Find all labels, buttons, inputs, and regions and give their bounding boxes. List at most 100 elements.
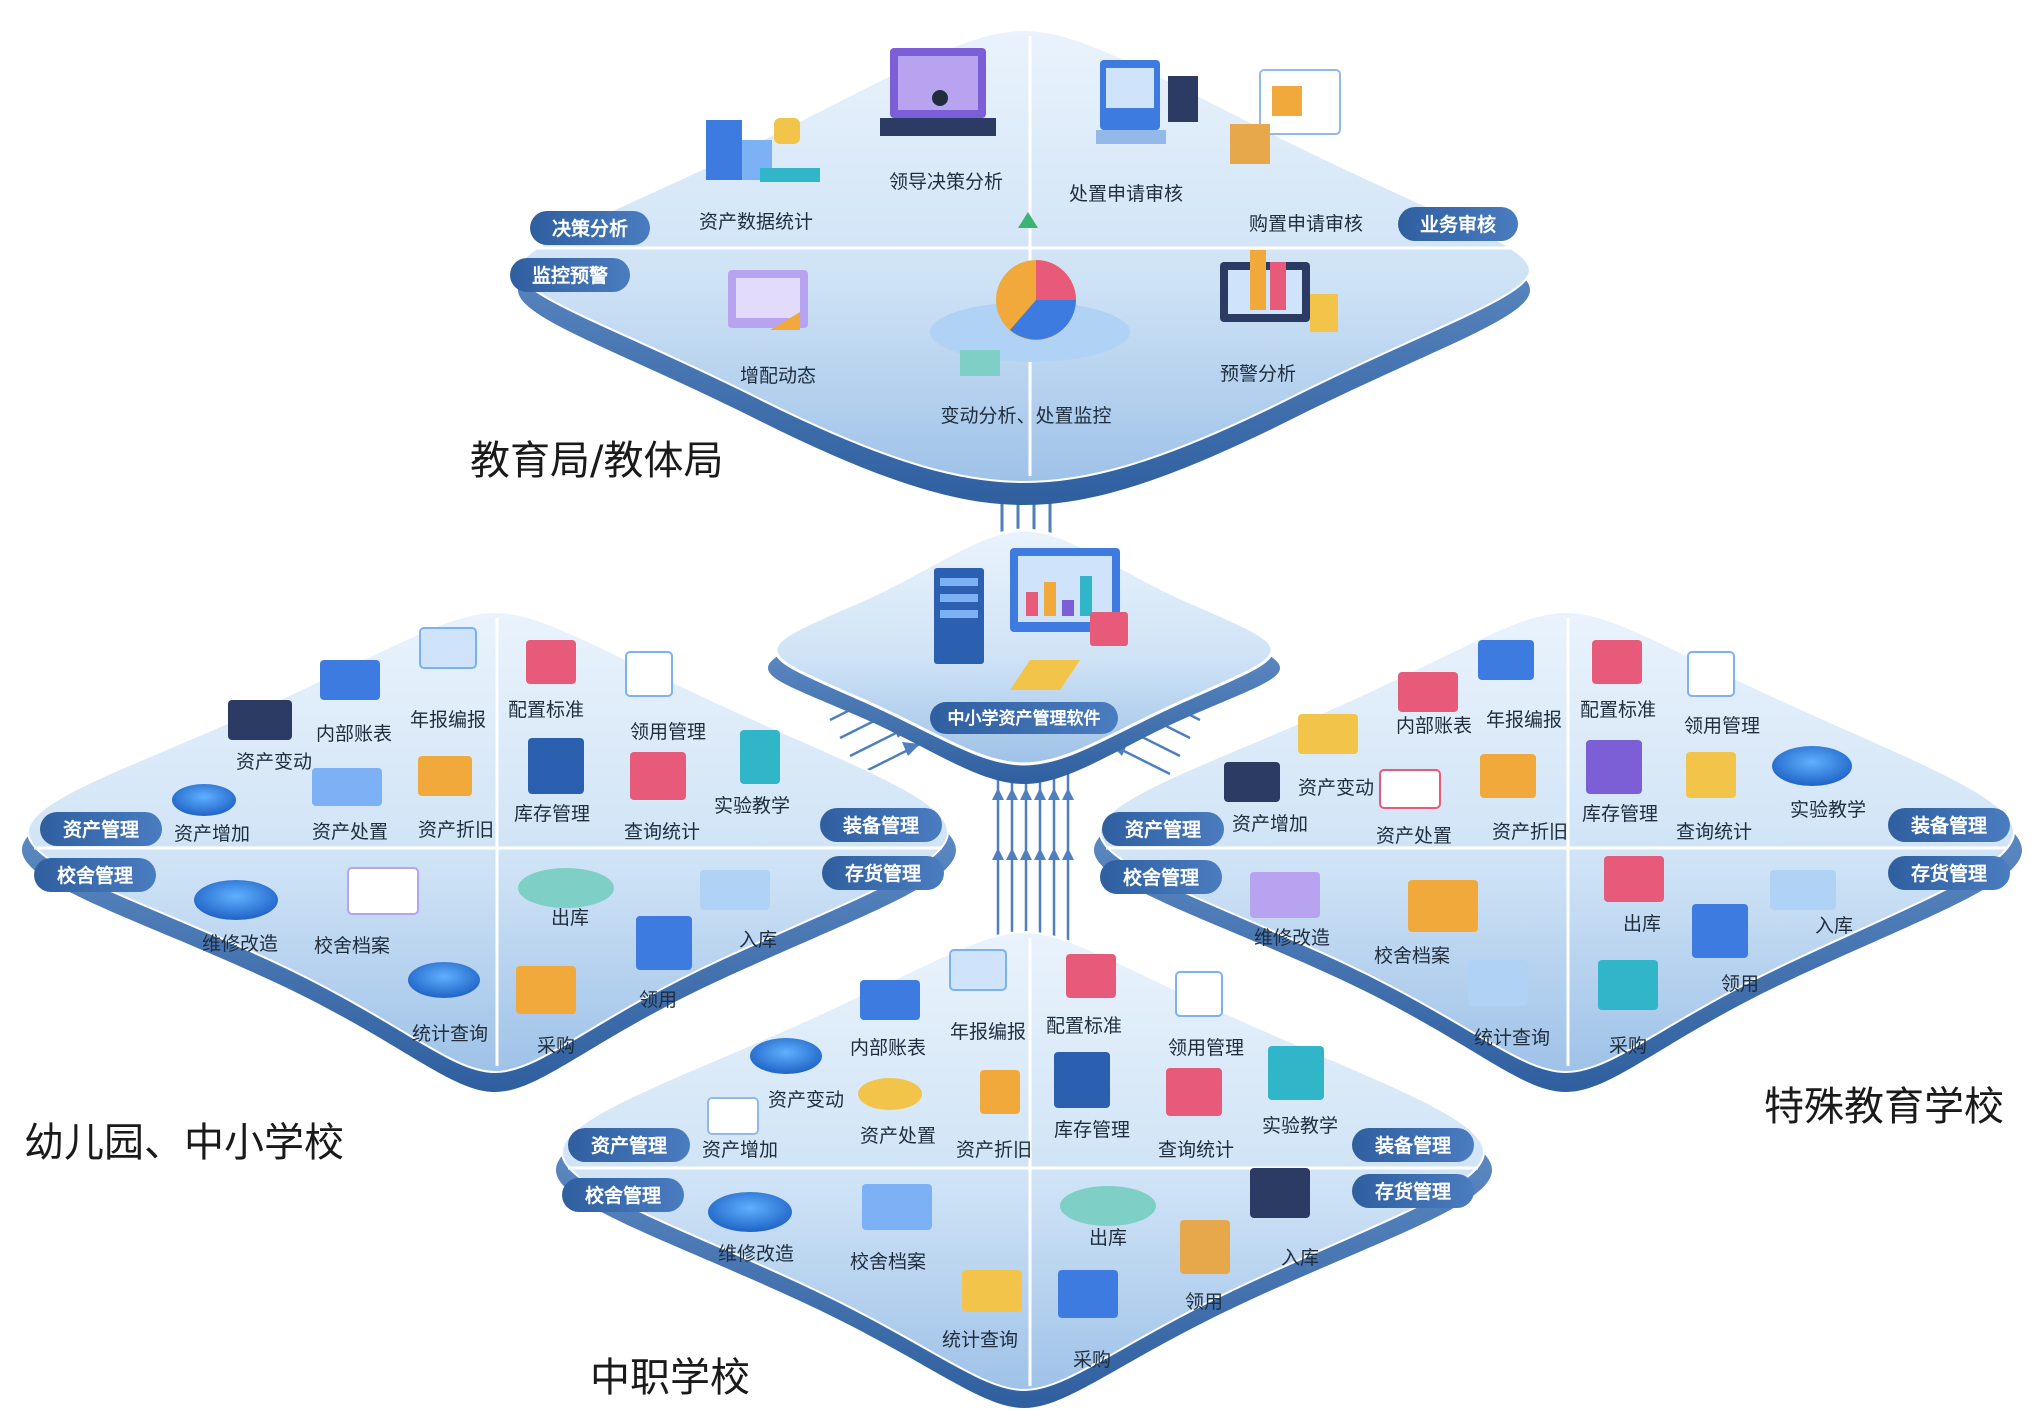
right-purchase-icon xyxy=(1598,960,1658,1010)
right-asset-change-label: 资产变动 xyxy=(1298,777,1374,799)
bottom-tag-equip[interactable]: 装备管理 xyxy=(1352,1128,1474,1162)
left-query-stats-label: 查询统计 xyxy=(624,821,700,843)
bottom-outbound-label: 出库 xyxy=(1089,1227,1127,1249)
left-inbound-icon xyxy=(700,870,770,910)
bottom-query-stats-label: 查询统计 xyxy=(1158,1139,1234,1161)
right-query-stats-label: 查询统计 xyxy=(1676,821,1752,843)
left-campus-archive-label: 校舍档案 xyxy=(314,935,390,957)
left-school-title: 幼儿园、中小学校 xyxy=(24,1120,344,1166)
software-platform-icon xyxy=(934,548,1128,690)
right-asset-change-icon xyxy=(1298,714,1358,754)
bureau-tag-monitor[interactable]: 监控预警 xyxy=(510,258,630,292)
left-use-mgmt-label: 领用管理 xyxy=(630,721,706,743)
bottom-school-plate xyxy=(556,930,1492,1408)
bureau-tag-audit[interactable]: 业务审核 xyxy=(1398,207,1518,241)
right-campus-archive-label: 校舍档案 xyxy=(1374,945,1450,967)
left-config-std-label: 配置标准 xyxy=(508,699,584,721)
svg-text:存货管理: 存货管理 xyxy=(1911,862,1987,885)
right-tag-equip[interactable]: 装备管理 xyxy=(1888,808,2010,842)
svg-text:资产管理: 资产管理 xyxy=(591,1134,667,1157)
bottom-repair-icon xyxy=(708,1192,792,1232)
allocation-icon xyxy=(728,270,808,330)
right-inbound-label: 入库 xyxy=(1815,915,1853,937)
left-internal-ledger-label: 内部账表 xyxy=(316,723,392,745)
bottom-asset-depr-label: 资产折旧 xyxy=(956,1139,1032,1161)
right-school-title: 特殊教育学校 xyxy=(1764,1084,2004,1130)
bottom-campus-archive-icon xyxy=(862,1184,932,1230)
left-asset-depr-icon xyxy=(418,756,472,796)
bottom-query-stats-icon xyxy=(1166,1068,1222,1116)
disposal-review-icon xyxy=(1096,60,1198,144)
bottom-lab-teach-icon xyxy=(1268,1046,1324,1100)
right-use-mgmt-label: 领用管理 xyxy=(1684,715,1760,737)
core-label-badge[interactable]: 中小学资产管理软件 xyxy=(930,702,1118,734)
left-campus-archive-icon xyxy=(347,867,419,915)
bottom-school-title: 中职学校 xyxy=(590,1355,750,1401)
bottom-config-std-icon xyxy=(1066,954,1116,998)
left-annual-report-label: 年报编报 xyxy=(410,709,486,731)
right-repair-icon xyxy=(1250,872,1320,918)
bottom-asset-change-icon xyxy=(750,1038,822,1074)
left-stock-mgmt-icon xyxy=(528,738,584,794)
right-asset-dispose-icon xyxy=(1379,769,1441,809)
bottom-asset-add-icon xyxy=(707,1097,759,1135)
left-asset-dispose-icon xyxy=(312,768,382,806)
left-asset-add-label: 资产增加 xyxy=(174,823,250,845)
left-receive-label: 领用 xyxy=(639,989,677,1011)
right-asset-depr-icon xyxy=(1480,754,1536,798)
svg-text:存货管理: 存货管理 xyxy=(845,862,921,885)
bureau-warning-label: 预警分析 xyxy=(1220,363,1296,385)
left-config-std-icon xyxy=(526,640,576,684)
bottom-asset-depr-icon xyxy=(980,1070,1020,1114)
right-tag-campus[interactable]: 校舍管理 xyxy=(1100,860,1222,894)
bottom-annual-report-icon xyxy=(949,949,1007,991)
bureau-change-monitor-label: 变动分析、处置监控 xyxy=(940,405,1111,427)
bottom-config-std-label: 配置标准 xyxy=(1046,1015,1122,1037)
right-lab-teach-label: 实验教学 xyxy=(1790,799,1866,821)
right-outbound-label: 出库 xyxy=(1623,913,1661,935)
bureau-purchase-review-label: 购置申请审核 xyxy=(1249,213,1363,235)
left-outbound-icon xyxy=(518,868,614,908)
right-asset-add-icon xyxy=(1224,762,1280,802)
svg-text:校舍管理: 校舍管理 xyxy=(585,1184,661,1207)
right-stat-query-label: 统计查询 xyxy=(1474,1027,1550,1049)
right-repair-label: 维修改造 xyxy=(1254,927,1330,949)
left-lab-teach-icon xyxy=(740,730,780,784)
left-tag-stock[interactable]: 存货管理 xyxy=(822,856,944,890)
left-tag-equip[interactable]: 装备管理 xyxy=(820,808,942,842)
right-tag-stock[interactable]: 存货管理 xyxy=(1888,856,2010,890)
left-query-stats-icon xyxy=(630,752,686,800)
bureau-leader-decision-label: 领导决策分析 xyxy=(889,171,1003,193)
bureau-disposal-review-label: 处置申请审核 xyxy=(1069,183,1183,205)
bottom-internal-ledger-icon xyxy=(860,980,920,1020)
svg-text:中小学资产管理软件: 中小学资产管理软件 xyxy=(948,708,1101,729)
right-stock-mgmt-label: 库存管理 xyxy=(1582,803,1658,825)
left-tag-asset[interactable]: 资产管理 xyxy=(40,812,162,846)
bottom-tag-stock[interactable]: 存货管理 xyxy=(1352,1174,1474,1208)
svg-text:监控预警: 监控预警 xyxy=(532,264,608,287)
link-core-bottom xyxy=(992,770,1074,950)
bottom-asset-dispose-label: 资产处置 xyxy=(860,1125,936,1147)
bottom-stock-mgmt-label: 库存管理 xyxy=(1054,1119,1130,1141)
right-tag-asset[interactable]: 资产管理 xyxy=(1102,812,1224,846)
bottom-tag-campus[interactable]: 校舍管理 xyxy=(562,1178,684,1212)
left-lab-teach-label: 实验教学 xyxy=(714,795,790,817)
bottom-use-mgmt-label: 领用管理 xyxy=(1168,1037,1244,1059)
left-use-mgmt-icon xyxy=(625,651,673,697)
bureau-tag-decision[interactable]: 决策分析 xyxy=(530,211,650,245)
left-asset-change-icon xyxy=(228,700,292,740)
right-stock-mgmt-icon xyxy=(1586,740,1642,794)
bottom-stock-mgmt-icon xyxy=(1054,1052,1110,1108)
left-receive-icon xyxy=(636,916,692,970)
bottom-repair-label: 维修改造 xyxy=(718,1243,794,1265)
right-lab-teach-icon xyxy=(1772,746,1852,786)
bottom-tag-asset[interactable]: 资产管理 xyxy=(568,1128,690,1162)
bottom-stat-query-label: 统计查询 xyxy=(942,1329,1018,1351)
bottom-use-mgmt-icon xyxy=(1175,971,1223,1017)
right-receive-label: 领用 xyxy=(1721,973,1759,995)
bottom-outbound-icon xyxy=(1060,1186,1156,1226)
left-tag-campus[interactable]: 校舍管理 xyxy=(34,858,156,892)
left-asset-dispose-label: 资产处置 xyxy=(312,821,388,843)
right-asset-dispose-label: 资产处置 xyxy=(1376,825,1452,847)
bureau-allocation-label: 增配动态 xyxy=(740,365,816,387)
